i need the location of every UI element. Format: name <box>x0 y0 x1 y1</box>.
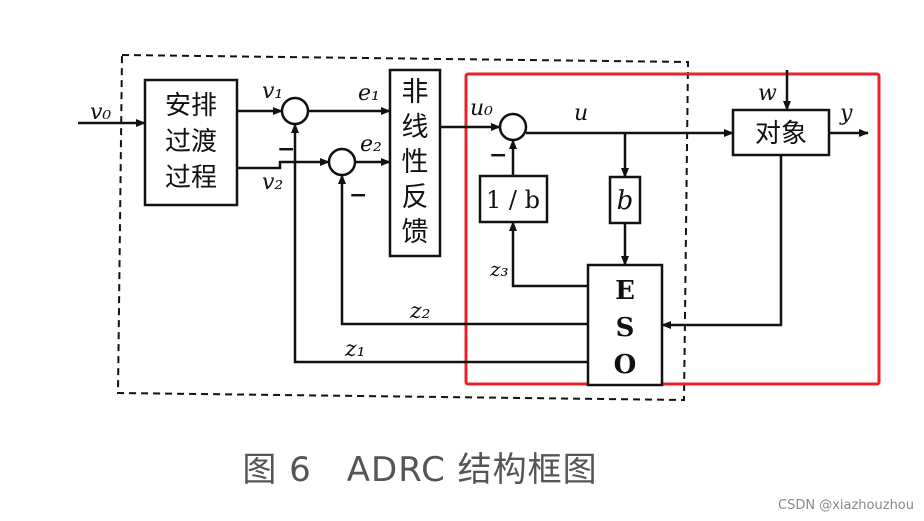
nonlinear-feedback-block <box>388 68 442 258</box>
nlf-label-1: 非 <box>402 77 429 108</box>
z3-line <box>509 221 588 288</box>
b-block <box>608 175 642 225</box>
minus-sign-1: − <box>277 136 295 162</box>
eso-highlight-frame <box>464 72 881 386</box>
eso-label-e: E <box>615 276 635 306</box>
v2-label: v₂ <box>262 170 283 195</box>
sum-junction-3 <box>498 112 528 142</box>
inverse-b-block <box>478 174 549 224</box>
u-label: u <box>574 101 588 126</box>
b-label: b <box>617 186 634 216</box>
transient-process-label-1: 安排 <box>165 91 217 121</box>
plant-block <box>731 108 831 157</box>
transient-process-label-2: 过渡 <box>165 127 217 157</box>
e1-label: e₁ <box>358 81 380 106</box>
watermark: CSDN @xiazhouzhou <box>778 498 914 513</box>
z2-label: z₂ <box>409 299 430 324</box>
sum-junction-2 <box>327 147 357 177</box>
e2-label: e₂ <box>360 132 382 157</box>
z3-label: z₃ <box>489 257 509 281</box>
v1-label: v₁ <box>262 79 283 104</box>
w-label: w <box>758 81 777 106</box>
sum-junction-1 <box>280 96 310 126</box>
figure-caption: 图 6 ADRC 结构框图 <box>242 450 598 490</box>
plant-label: 对象 <box>755 119 807 149</box>
v2-line <box>237 158 330 170</box>
transient-process-block <box>143 78 239 207</box>
inverse-b-label: 1 / b <box>486 186 540 214</box>
eso-label-s: S <box>616 313 635 343</box>
u0-label: u₀ <box>470 96 493 121</box>
minus-sign-2: − <box>349 182 367 208</box>
minus-sign-3: − <box>489 142 507 168</box>
adrc-block-diagram: 安排 过渡 过程 非 线 性 反 馈 1 / b b E S O 对象 v₀ v… <box>78 53 881 402</box>
nlf-label-3: 性 <box>402 147 429 178</box>
y-feedback-line <box>661 155 783 329</box>
nlf-label-5: 馈 <box>402 217 429 248</box>
nlf-label-4: 反 <box>402 182 429 213</box>
transient-process-label-3: 过程 <box>165 163 217 193</box>
nlf-label-2: 线 <box>402 112 429 143</box>
input-v0-label: v₀ <box>90 100 111 125</box>
y-label: y <box>839 101 853 126</box>
z1-label: z₁ <box>344 337 365 362</box>
z2-line <box>338 174 588 326</box>
eso-label-o: O <box>614 350 637 380</box>
controller-dashed-boundary <box>116 53 690 402</box>
z1-line <box>291 123 588 364</box>
